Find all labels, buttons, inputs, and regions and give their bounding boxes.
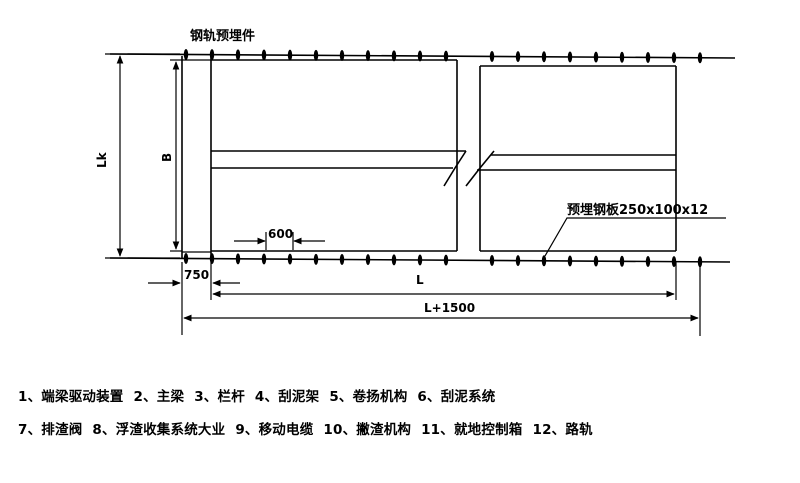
rail-insert-mark bbox=[313, 49, 319, 61]
rail-insert-mark bbox=[541, 255, 547, 267]
rail-insert-mark bbox=[339, 49, 345, 61]
rail-insert-mark bbox=[261, 49, 267, 61]
rail-insert-mark bbox=[417, 50, 423, 62]
rail-insert-mark bbox=[515, 255, 521, 267]
rail-insert-mark bbox=[235, 49, 241, 61]
legend-row-2: 7、排渣阀 8、浮渣收集系统大业 9、移动电缆 10、撇渣机构 11、就地控制箱 12、路… bbox=[18, 418, 593, 438]
legend-item: 9、移动电缆 bbox=[235, 422, 314, 438]
embedded-plate-leader bbox=[544, 217, 726, 257]
legend-item: 11、就地控制箱 bbox=[421, 422, 523, 438]
rail-insert-mark bbox=[313, 253, 319, 265]
rail-insert-marks-bottom bbox=[183, 252, 703, 268]
rail-insert-mark bbox=[671, 256, 677, 268]
rail-insert-mark bbox=[593, 51, 599, 63]
dimension-l-label: L bbox=[416, 273, 424, 287]
rail-insert-mark bbox=[443, 254, 449, 266]
dimension-l bbox=[212, 262, 701, 336]
dimension-lk-label: Lk bbox=[95, 151, 109, 168]
rail-insert-mark bbox=[697, 52, 703, 64]
rail-insert-mark bbox=[671, 52, 677, 64]
legend-row-1: 1、端梁驱动装置 2、主梁 3、栏杆 4、刮泥架 5、卷扬机构 6、刮泥系统 bbox=[18, 385, 496, 405]
rail-insert-mark bbox=[619, 51, 625, 63]
rail-insert-marks-top bbox=[183, 48, 703, 64]
legend-item: 3、栏杆 bbox=[194, 389, 245, 405]
tank-left bbox=[211, 59, 458, 252]
rail-insert-mark bbox=[489, 254, 495, 266]
rail-insert-mark bbox=[209, 49, 215, 61]
rail-insert-mark bbox=[619, 255, 625, 267]
rail-insert-mark bbox=[593, 255, 599, 267]
rail-insert-mark bbox=[391, 254, 397, 266]
rail-insert-mark bbox=[287, 49, 293, 61]
legend-item: 4、刮泥架 bbox=[254, 389, 320, 405]
dimension-b bbox=[170, 59, 182, 252]
top-rail bbox=[109, 53, 736, 59]
rail-insert-mark bbox=[235, 253, 241, 265]
rail-insert-mark bbox=[541, 51, 547, 63]
rail-insert-mark bbox=[365, 50, 371, 62]
rail-insert-mark bbox=[261, 253, 267, 265]
legend-item: 1、端梁驱动装置 bbox=[18, 389, 124, 405]
rail-insert-mark bbox=[183, 252, 189, 264]
dimension-l-plus-label: L+1500 bbox=[424, 301, 475, 315]
rail-insert-mark bbox=[645, 51, 651, 63]
dimension-600 bbox=[234, 232, 325, 250]
dimension-lk bbox=[105, 53, 180, 259]
dimension-750-label: 750 bbox=[184, 268, 209, 282]
tank-right bbox=[479, 65, 677, 252]
legend-item: 12、路轨 bbox=[532, 422, 593, 438]
rail-insert-mark bbox=[515, 51, 521, 63]
legend-item: 8、浮渣收集系统大业 bbox=[92, 422, 226, 438]
rail-insert-mark bbox=[417, 254, 423, 266]
rail-insert-mark bbox=[209, 253, 215, 265]
embedded-plate-label: 预埋钢板250x100x12 bbox=[567, 202, 708, 218]
rail-insert-mark bbox=[183, 48, 189, 60]
rail-insert-mark bbox=[645, 255, 651, 267]
main-girder bbox=[211, 150, 676, 187]
rail-insert-mark bbox=[567, 255, 573, 267]
rail-insert-mark bbox=[697, 256, 703, 268]
rail-insert-label: 钢轨预埋件 bbox=[190, 28, 255, 44]
rail-insert-mark bbox=[287, 253, 293, 265]
legend-item: 6、刮泥系统 bbox=[417, 389, 496, 405]
rail-insert-mark bbox=[443, 50, 449, 62]
rail-insert-mark bbox=[567, 51, 573, 63]
dimension-b-label: B bbox=[160, 153, 174, 162]
end-beam bbox=[181, 56, 212, 258]
legend-item: 2、主梁 bbox=[133, 389, 185, 405]
rail-insert-mark bbox=[489, 50, 495, 62]
rail-insert-mark bbox=[391, 50, 397, 62]
legend-item: 10、撇渣机构 bbox=[323, 422, 412, 438]
rail-insert-mark bbox=[339, 253, 345, 265]
legend-item: 7、排渣阀 bbox=[18, 422, 83, 438]
rail-insert-mark bbox=[365, 254, 371, 266]
dimension-750 bbox=[148, 262, 240, 335]
legend-item: 5、卷扬机构 bbox=[329, 389, 408, 405]
dimension-600-label: 600 bbox=[268, 227, 293, 241]
